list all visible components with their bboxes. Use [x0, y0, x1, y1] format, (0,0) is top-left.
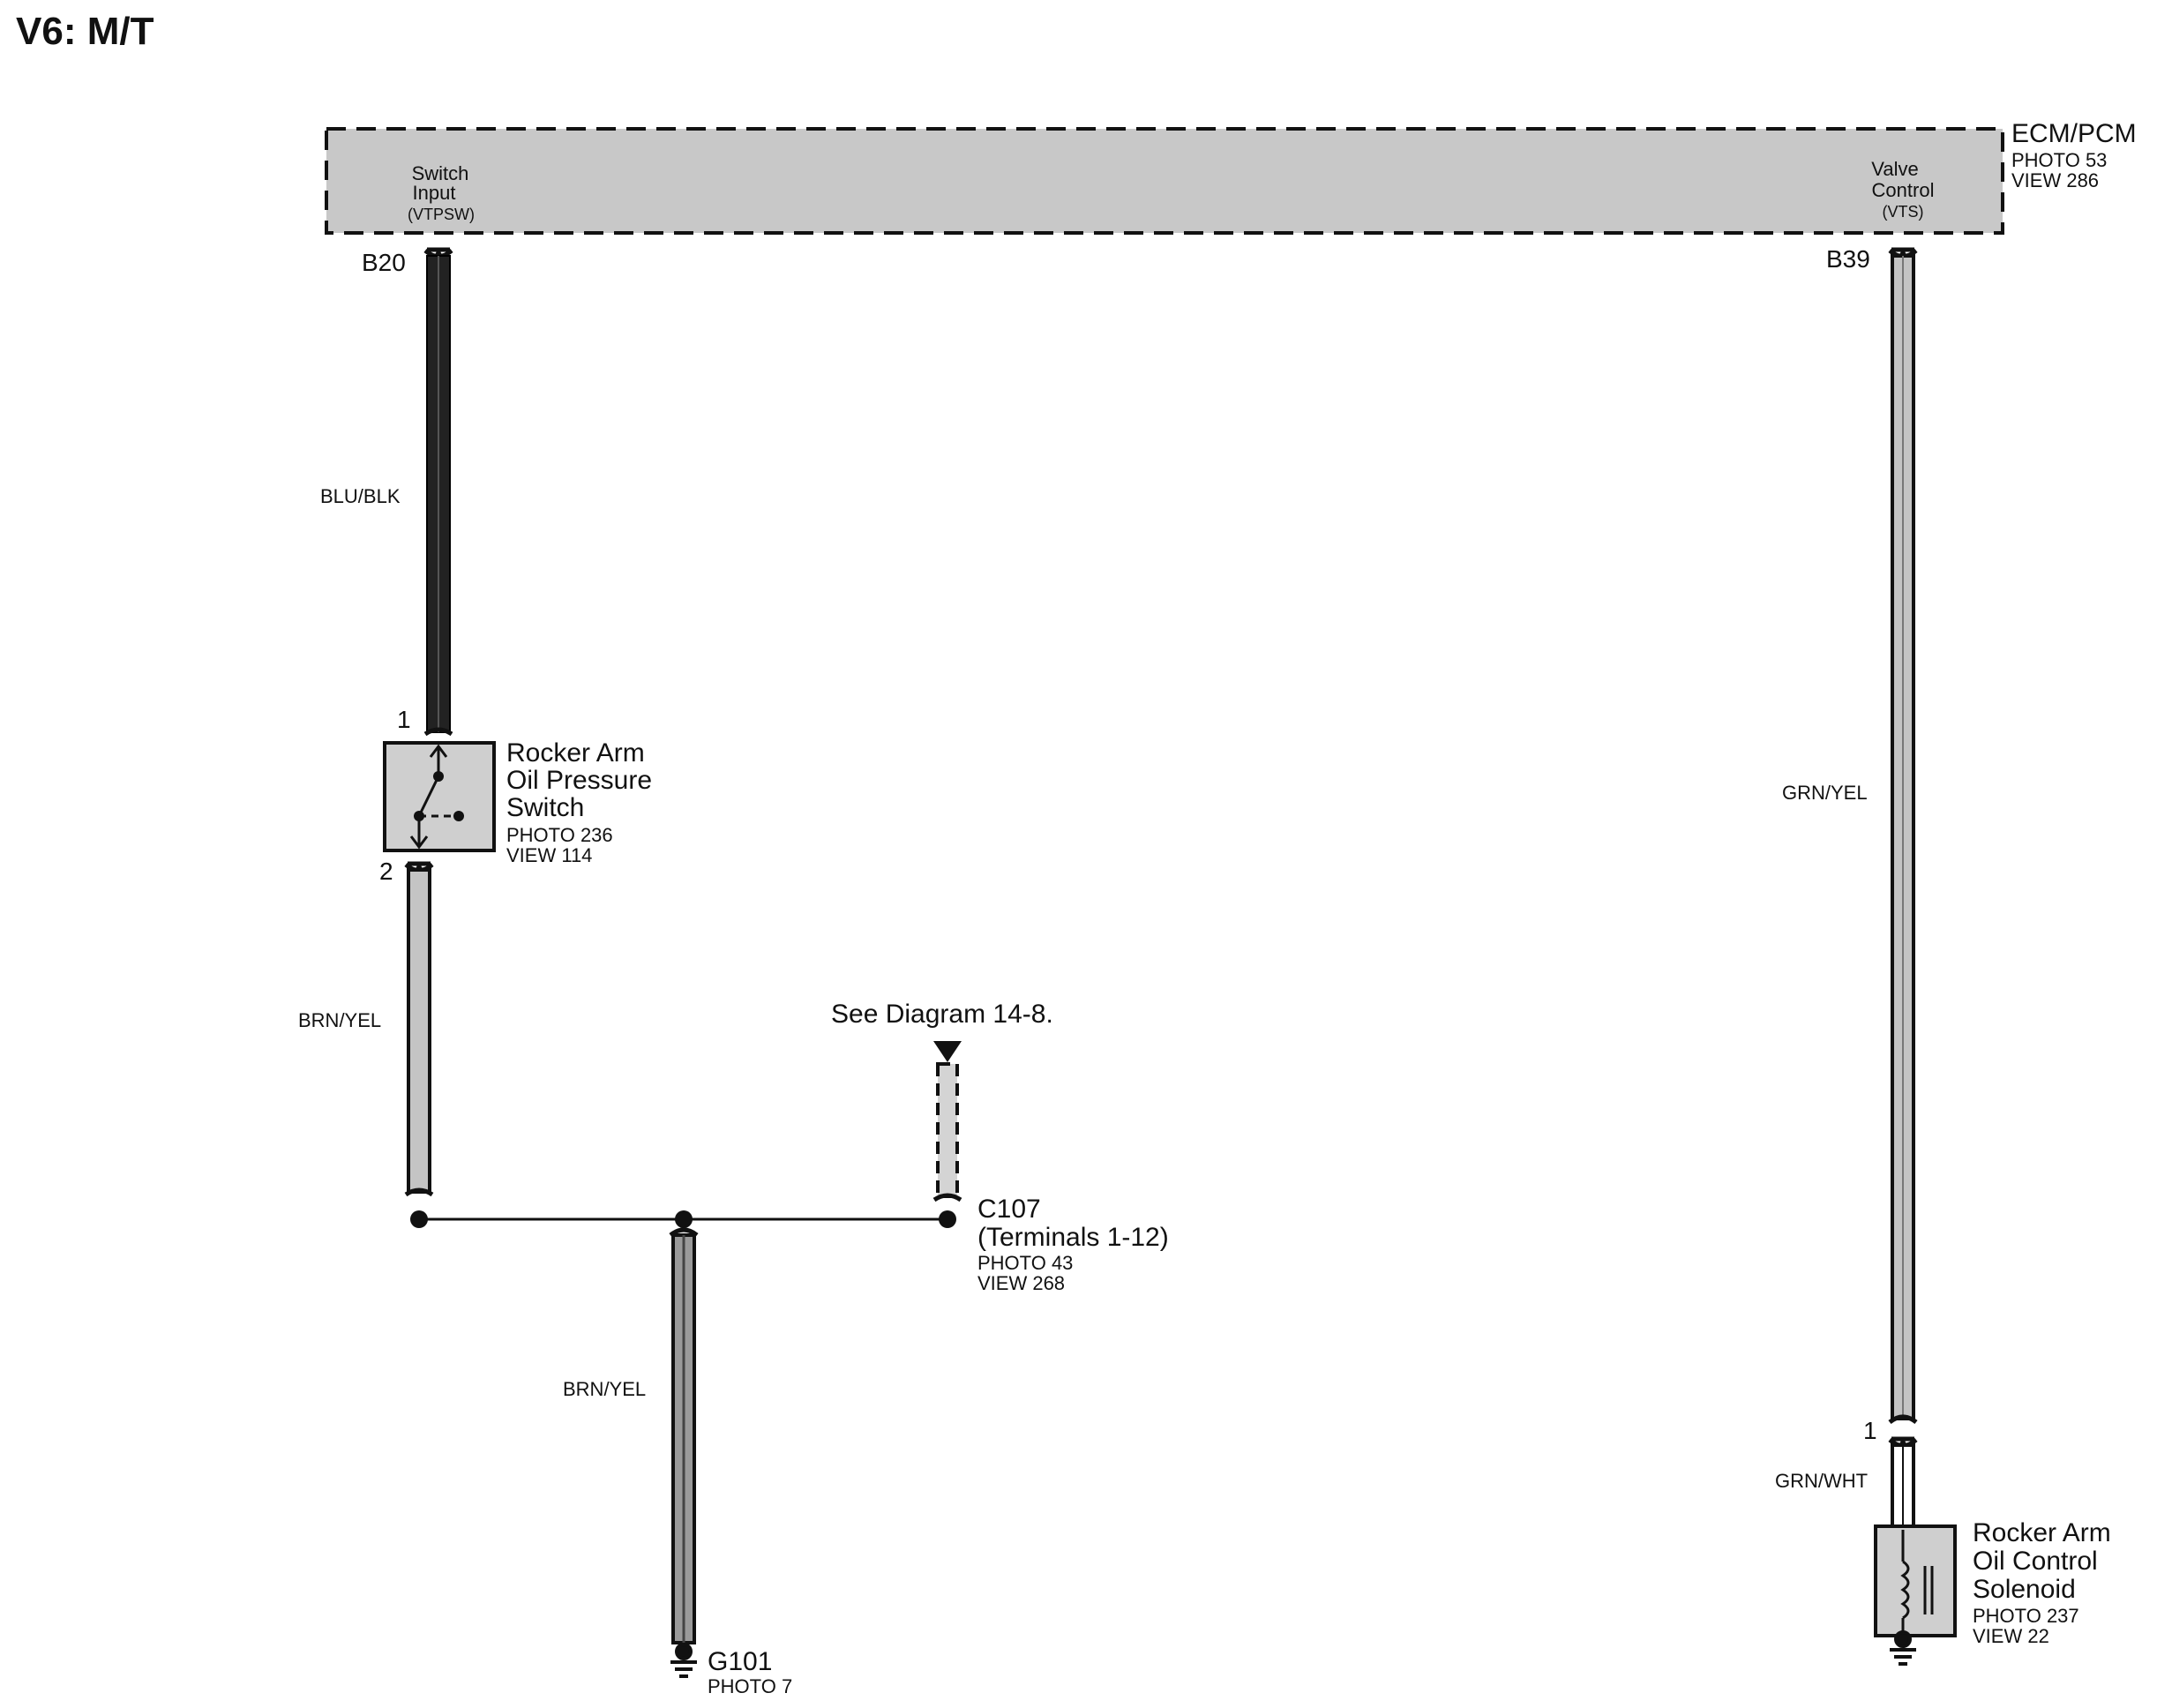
ecm-pcm-box[interactable]	[325, 127, 2004, 235]
c107-view: VIEW 268	[977, 1272, 1066, 1294]
see-diagram-arrow-icon[interactable]	[933, 1041, 962, 1062]
solenoid-name-line1: Rocker Arm	[1973, 1518, 2111, 1547]
ecm-photo: PHOTO 53	[2011, 149, 2108, 171]
switch-pin-2: 2	[379, 858, 393, 885]
ecm-name: ECM/PCM	[2011, 119, 2137, 148]
c107-terminals: (Terminals 1-12)	[977, 1223, 1169, 1252]
connector-b20-mark	[423, 247, 453, 258]
wire-label-grn-yel: GRN/YEL	[1782, 782, 1868, 804]
splice-node-c107	[939, 1210, 956, 1228]
page-title: V6: M/T	[16, 10, 154, 53]
solenoid-name-line3: Solenoid	[1973, 1575, 2076, 1604]
ground-g101-icon	[670, 1643, 697, 1678]
splice-node-left	[410, 1210, 428, 1228]
c107-photo: PHOTO 43	[977, 1252, 1074, 1274]
switch-pin-1: 1	[397, 706, 411, 733]
switch-name-line2: Oil Pressure	[506, 766, 653, 795]
g101-photo: PHOTO 7	[708, 1675, 793, 1697]
wire-label-grn-wht: GRN/WHT	[1775, 1470, 1869, 1492]
solenoid-pin-1: 1	[1863, 1417, 1877, 1444]
pin-b20: B20	[362, 249, 406, 276]
oil-control-solenoid[interactable]	[1874, 1524, 1957, 1637]
solenoid-photo: PHOTO 237	[1973, 1605, 2079, 1627]
switch-photo: PHOTO 236	[506, 824, 613, 846]
wire-label-brn-yel-lower: BRN/YEL	[563, 1378, 647, 1400]
wire-label-brn-yel-upper: BRN/YEL	[298, 1009, 382, 1031]
ecm-left-terminal-line1: Switch	[411, 162, 469, 184]
wire-label-blu-blk: BLU/BLK	[320, 485, 401, 507]
see-diagram-link[interactable]: See Diagram 14-8.	[831, 1000, 1053, 1029]
pin-b39: B39	[1826, 245, 1870, 273]
ecm-view: VIEW 286	[2011, 169, 2100, 191]
splice-node-center	[675, 1210, 693, 1228]
g101-name: G101	[708, 1647, 773, 1676]
ecm-left-terminal-signal: (VTPSW)	[408, 206, 475, 223]
solenoid-name-line2: Oil Control	[1973, 1547, 2098, 1576]
wire-brn-yel-upper[interactable]	[407, 868, 431, 1194]
solenoid-ground-icon	[1890, 1630, 1916, 1666]
c107-name: C107	[977, 1195, 1041, 1224]
switch-name-line1: Rocker Arm	[506, 738, 645, 768]
switch-name-line3: Switch	[506, 793, 585, 822]
wire-dashed-c107[interactable]	[936, 1062, 959, 1198]
ecm-right-terminal-line1: Valve	[1871, 158, 1919, 180]
switch-view: VIEW 114	[506, 844, 593, 866]
solenoid-view: VIEW 22	[1973, 1625, 2049, 1647]
oil-pressure-switch[interactable]	[383, 741, 496, 852]
ecm-right-terminal-line2: Control	[1871, 179, 1935, 201]
ecm-left-terminal-line2: Input	[412, 182, 456, 204]
ecm-right-terminal-signal: (VTS)	[1882, 203, 1924, 221]
